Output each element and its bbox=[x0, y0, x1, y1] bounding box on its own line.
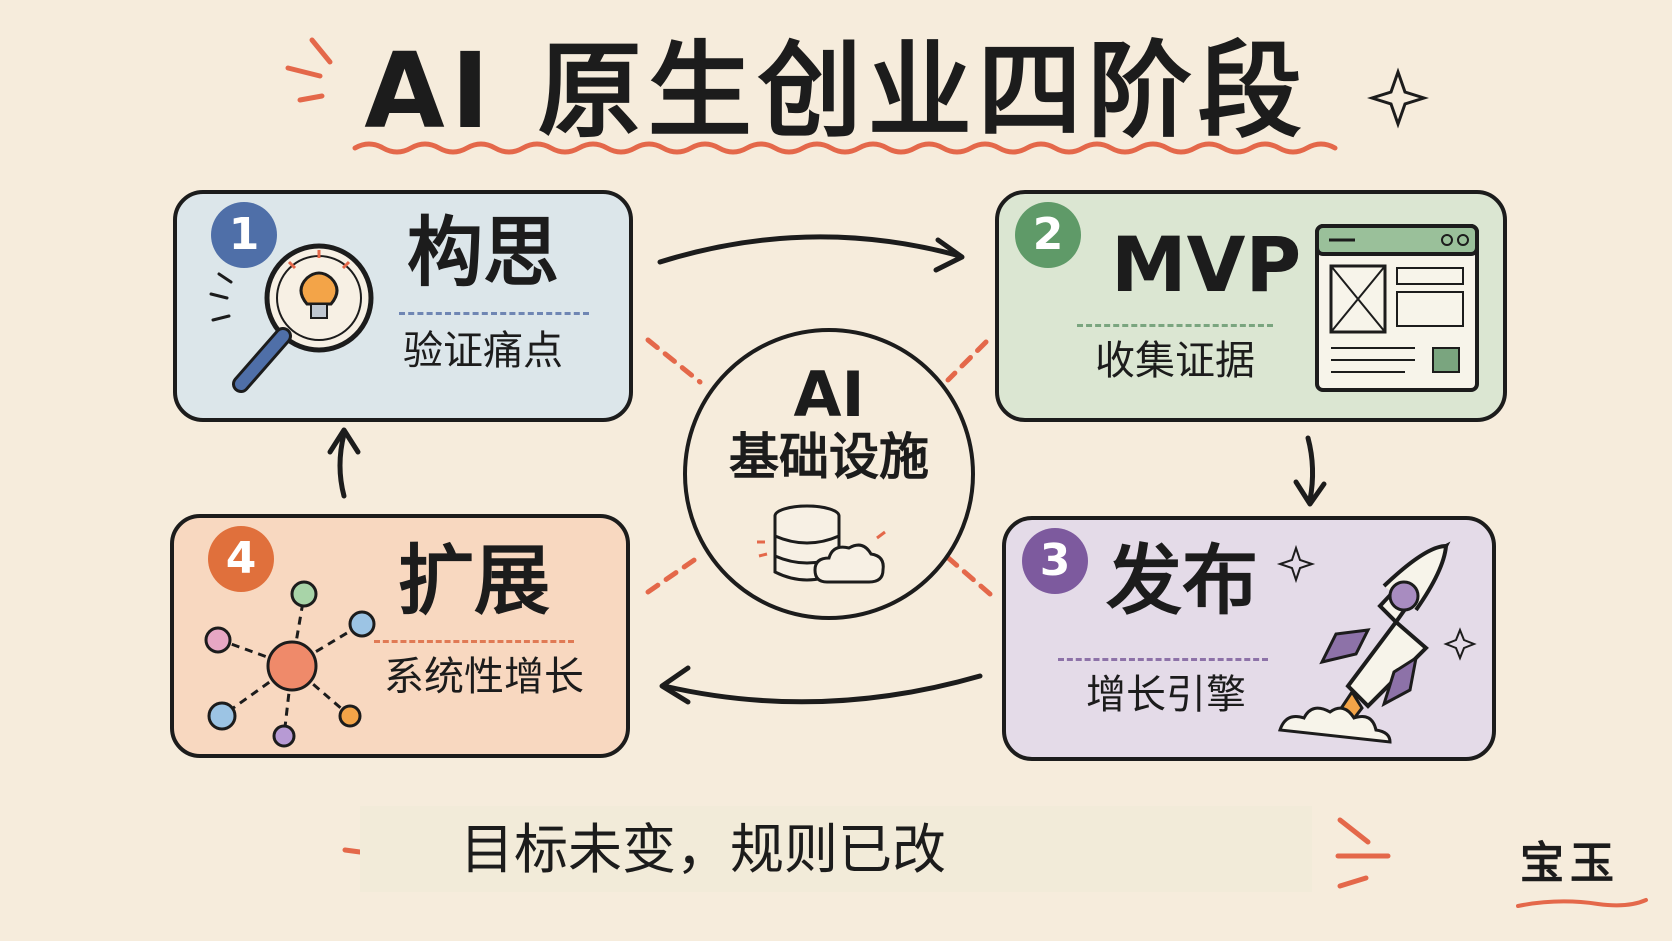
accent-tick bbox=[309, 37, 333, 65]
accent-tick bbox=[1337, 817, 1371, 845]
heading-divider bbox=[1077, 324, 1273, 327]
stage-card-launch: 3 发布 增长引擎 bbox=[1002, 516, 1496, 761]
connector-dash bbox=[645, 337, 703, 385]
author-signature: 宝玉 bbox=[1520, 838, 1620, 889]
heading-divider bbox=[1058, 658, 1268, 661]
arrow-1-to-2-head bbox=[933, 237, 965, 273]
arrow-3-to-4 bbox=[661, 673, 983, 705]
browser-wireframe-icon bbox=[1315, 224, 1479, 392]
arrow-4-to-1 bbox=[337, 431, 347, 499]
page-title: AI 原生创业四阶段 bbox=[364, 30, 1308, 152]
arrow-2-to-3 bbox=[1305, 435, 1316, 503]
stage-subtitle: 验证痛点 bbox=[403, 328, 563, 374]
stage-number-badge: 1 bbox=[211, 202, 277, 268]
stage-subtitle: 收集证据 bbox=[1095, 338, 1255, 384]
connector-dash bbox=[945, 339, 989, 383]
arrow-1-to-2 bbox=[657, 234, 963, 265]
footer-tagline: 目标未变，规则已改 bbox=[460, 818, 946, 881]
stage-number-badge: 4 bbox=[208, 526, 274, 592]
accent-tick bbox=[285, 65, 323, 79]
database-cloud-icon bbox=[757, 504, 886, 584]
stage-card-mvp: 2 MVP 收集证据 bbox=[995, 190, 1507, 422]
magnifier-lightbulb-icon bbox=[209, 243, 374, 393]
heading-divider bbox=[399, 312, 589, 315]
rocket-icon bbox=[1276, 541, 1477, 744]
stage-heading: 构思 bbox=[407, 208, 559, 297]
arrow-4-to-1-head bbox=[327, 427, 361, 455]
stage-subtitle: 增长引擎 bbox=[1086, 672, 1246, 718]
stage-subtitle: 系统性增长 bbox=[384, 654, 584, 700]
stage-card-scale: 4 扩展 系统性增长 bbox=[170, 514, 630, 758]
stage-heading: MVP bbox=[1111, 220, 1302, 309]
stage-number-badge: 2 bbox=[1015, 202, 1081, 268]
accent-tick bbox=[1337, 875, 1369, 889]
arrow-3-to-4-head bbox=[659, 665, 691, 705]
ai-infrastructure-hub: AI 基础设施 bbox=[683, 328, 975, 620]
hub-subtitle: 基础设施 bbox=[729, 428, 929, 486]
stage-card-ideation: 1 构思 验证痛点 bbox=[173, 190, 633, 422]
heading-divider bbox=[374, 640, 574, 643]
connector-dash bbox=[645, 553, 703, 595]
signature-underline bbox=[1516, 898, 1648, 908]
stage-heading: 发布 bbox=[1106, 536, 1258, 625]
footer-band bbox=[360, 806, 1312, 892]
hub-title: AI bbox=[793, 358, 865, 431]
arrow-2-to-3-head bbox=[1293, 479, 1327, 507]
connector-dash bbox=[943, 553, 993, 597]
stage-heading: 扩展 bbox=[398, 536, 550, 625]
accent-tick bbox=[342, 847, 363, 855]
accent-tick bbox=[297, 93, 325, 103]
title-squiggle-underline bbox=[352, 141, 1338, 155]
sparkle-icon bbox=[1367, 67, 1429, 129]
network-nodes-icon bbox=[204, 580, 376, 748]
stage-number-badge: 3 bbox=[1022, 528, 1088, 594]
